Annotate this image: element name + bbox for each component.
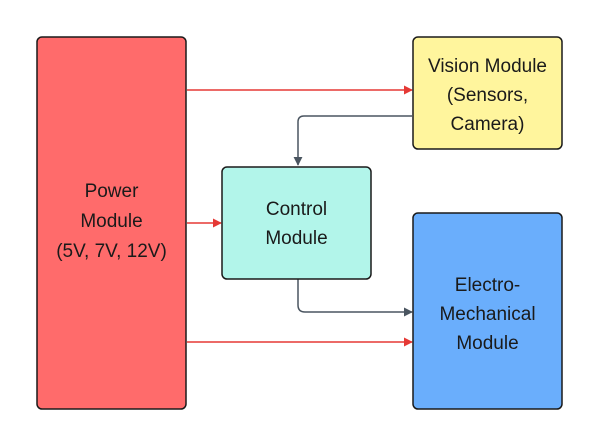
- vision-module-label-line-2: (Sensors,: [447, 85, 528, 106]
- power-module-label-line-1: Power: [85, 181, 140, 202]
- electro-mechanical-module-label-line-3: Module: [456, 333, 518, 354]
- power-module-label-line-3: (5V, 7V, 12V): [56, 241, 167, 262]
- edge-control-to-electro: [297, 279, 413, 317]
- node-control-module: Control Module: [221, 166, 372, 280]
- vision-module-box: [412, 36, 563, 150]
- control-module-label-line-2: Module: [265, 228, 327, 249]
- control-module-label-line-1: Control: [266, 199, 327, 220]
- node-power-module: Power Module (5V, 7V, 12V): [36, 36, 187, 410]
- node-electro-mechanical-module: Electro- Mechanical Module: [412, 212, 563, 410]
- power-module-box: [36, 36, 187, 410]
- electro-mechanical-module-box: [412, 212, 563, 410]
- edges: [187, 85, 413, 347]
- electro-mechanical-module-label-line-2: Mechanical: [439, 304, 535, 325]
- vision-module-label-line-1: Vision Module: [428, 56, 547, 77]
- control-module-box: [221, 166, 372, 280]
- edge-vision-to-control: [293, 115, 412, 166]
- node-vision-module: Vision Module (Sensors, Camera): [412, 36, 563, 150]
- vision-module-label-line-3: Camera): [451, 114, 525, 135]
- power-module-label-line-2: Module: [80, 211, 142, 232]
- electro-mechanical-module-label-line-1: Electro-: [455, 275, 520, 296]
